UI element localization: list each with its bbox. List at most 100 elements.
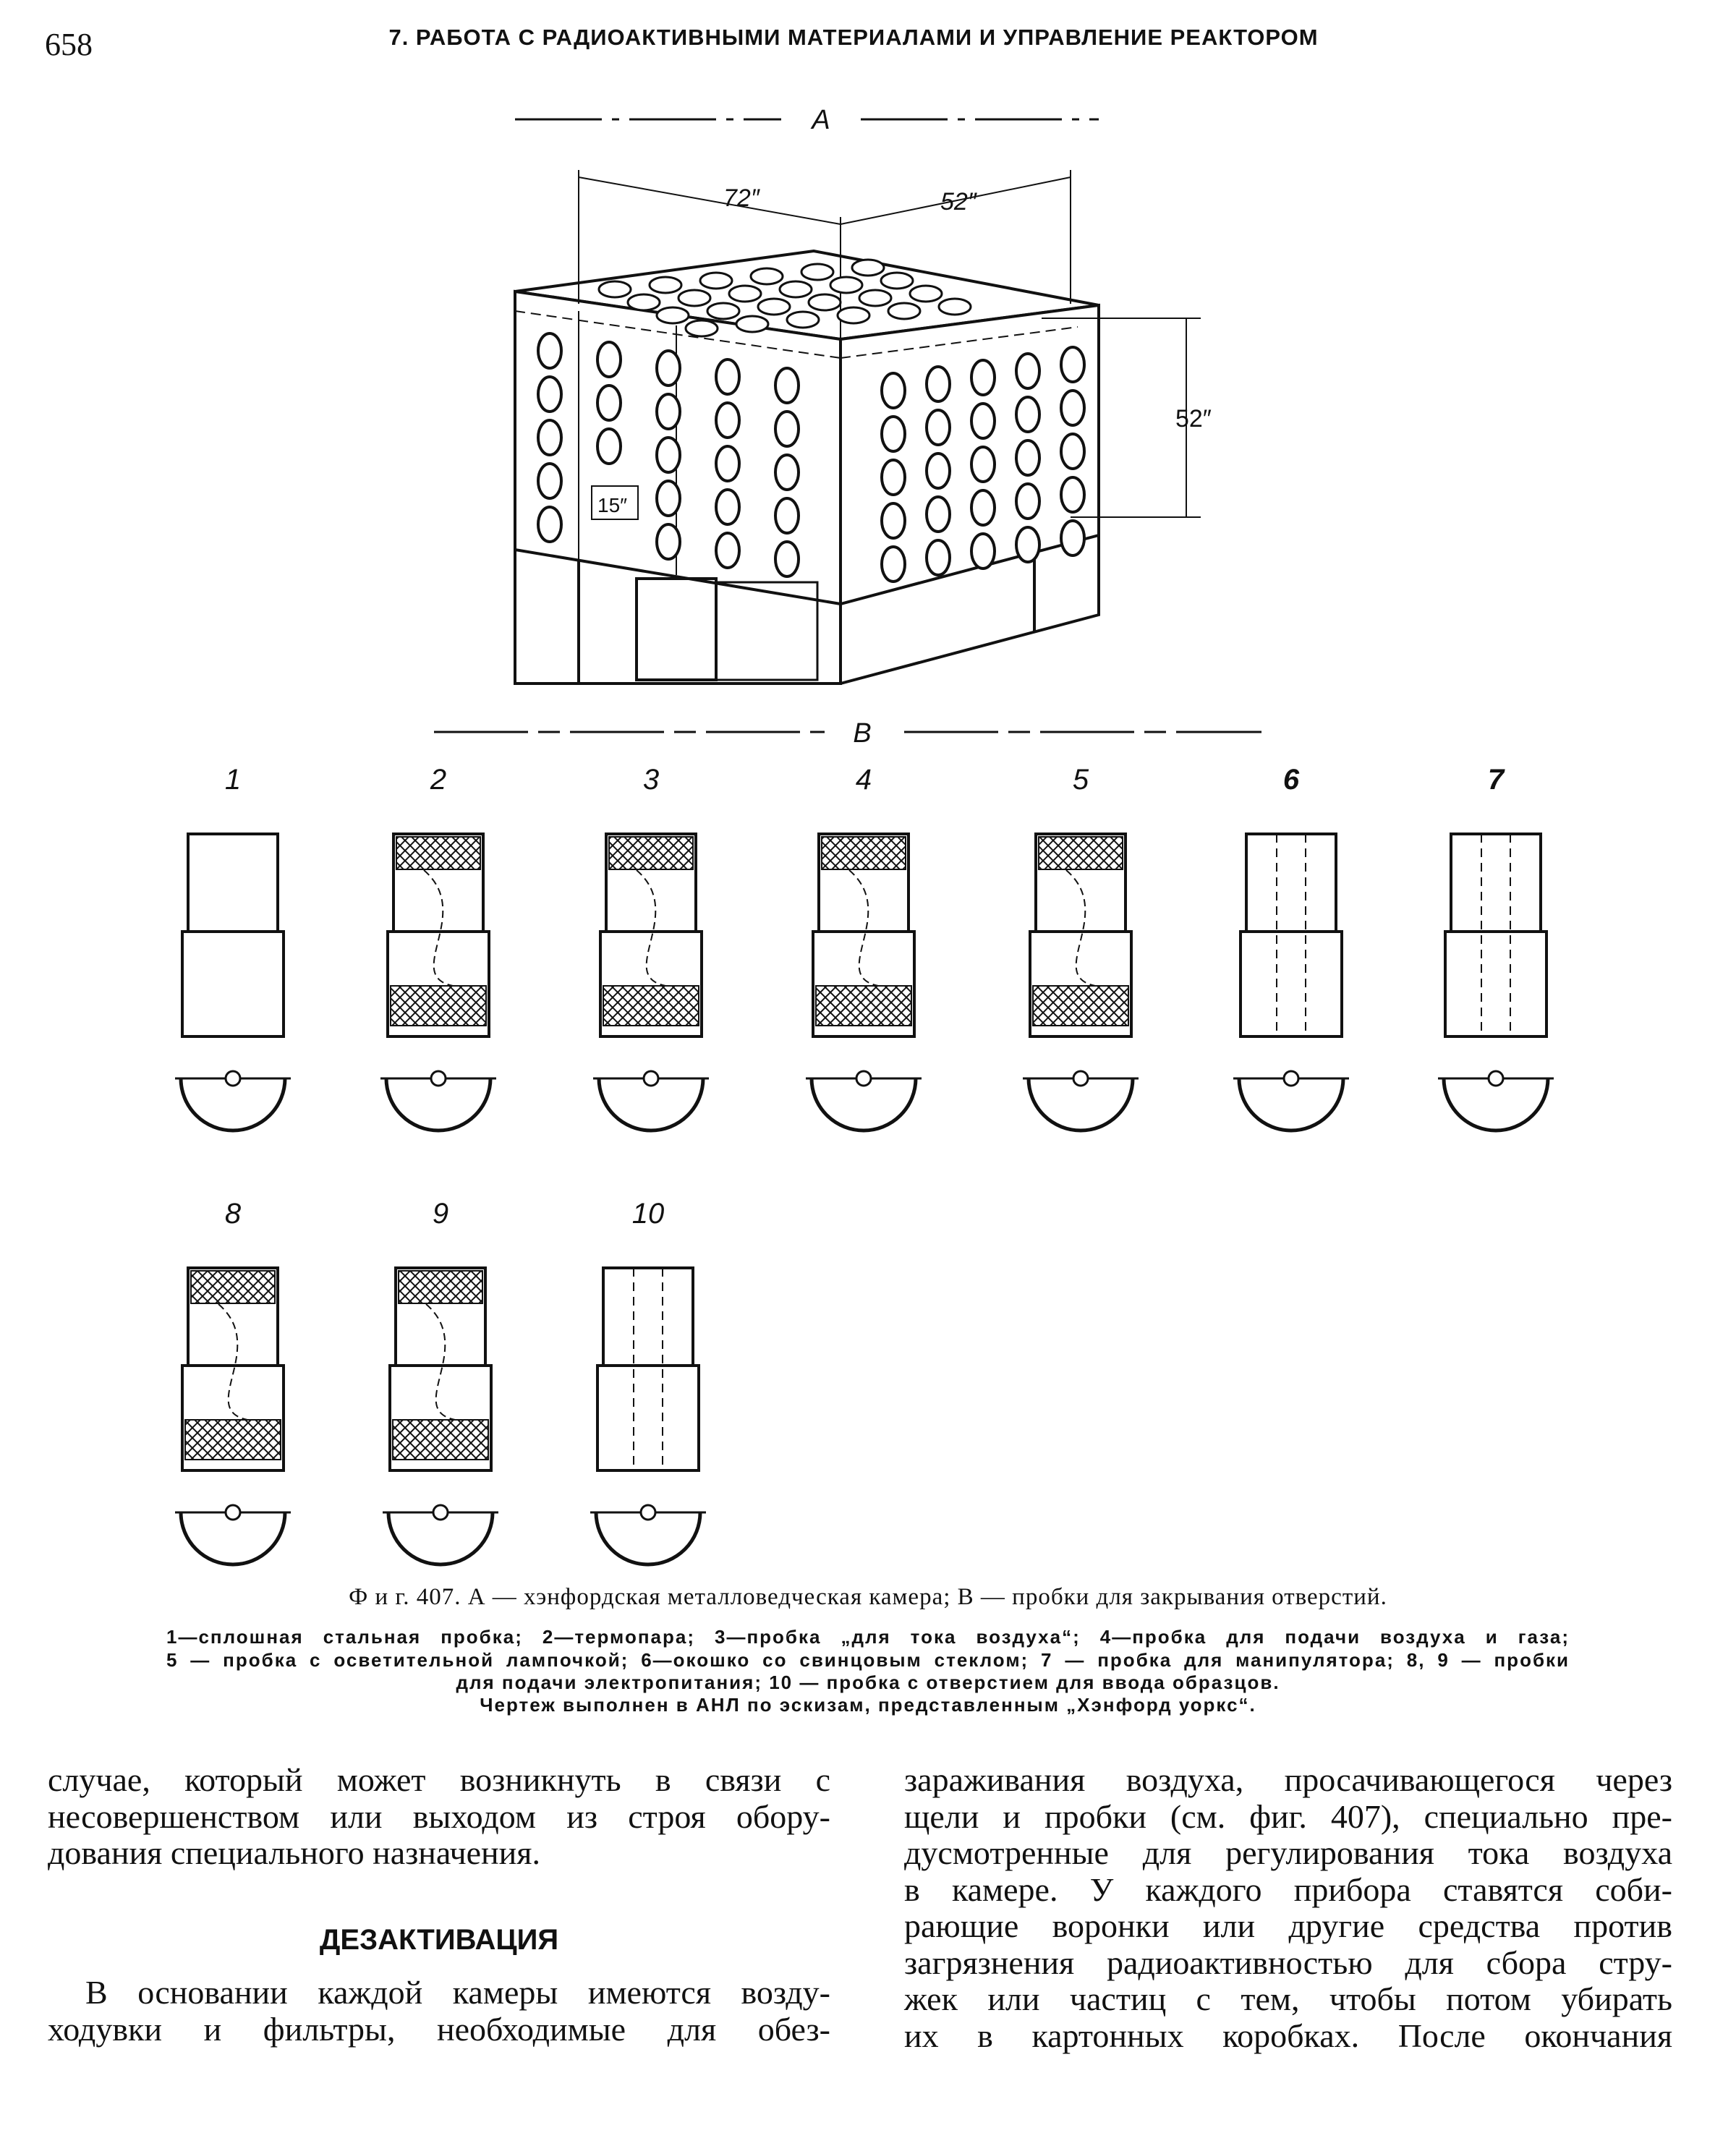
port-hole <box>537 419 563 456</box>
port-hole <box>537 506 563 543</box>
port-hole <box>655 436 681 474</box>
top-port-hole <box>786 310 820 329</box>
plug-3: 3 <box>593 764 709 1133</box>
port-hole <box>925 365 951 403</box>
top-port-hole <box>778 280 813 299</box>
plug-number: 7 <box>1488 764 1505 796</box>
top-port-hole <box>858 289 893 307</box>
port-hole <box>970 489 996 527</box>
port-hole <box>1060 433 1086 470</box>
port-hole <box>537 332 563 370</box>
top-port-hole <box>887 302 922 320</box>
text-line: случае, который может возникнуть в связи… <box>48 1761 830 1798</box>
left-column-text-2: В основании каждой камеры имеются возду-… <box>48 1974 830 2048</box>
text-line: дования специального назначения. <box>48 1834 540 1871</box>
plug-1: 1 <box>175 764 291 1133</box>
top-port-hole <box>880 271 914 290</box>
plug-number: 9 <box>433 1198 448 1230</box>
port-hole <box>1015 482 1041 520</box>
port-hole <box>715 358 741 396</box>
right-column-text: зараживания воздуха, просачивающегося че… <box>904 1761 1672 2054</box>
port-hole <box>596 341 622 378</box>
figure-legend-line: для подачи электропитания; 10 — пробка с… <box>456 1672 1280 1693</box>
figure-caption-title: Ф и г. 407. А — хэнфордская металловедче… <box>349 1584 1387 1610</box>
port-hole <box>925 495 951 533</box>
plug-4: 4 <box>806 764 922 1133</box>
top-port-hole <box>677 289 712 307</box>
port-hole <box>655 349 681 387</box>
top-port-hole <box>597 280 632 299</box>
hot-cell-cabinet-drawing <box>514 170 1201 685</box>
plug-number: 8 <box>225 1198 242 1230</box>
label-b: B <box>853 718 871 749</box>
label-a: A <box>810 105 830 135</box>
top-port-hole <box>648 276 683 294</box>
text-line: ходувки и фильтры, необходимые для обез- <box>48 2010 830 2048</box>
port-hole <box>655 393 681 430</box>
top-port-hole <box>937 297 972 316</box>
port-hole <box>537 462 563 500</box>
port-hole <box>1060 389 1086 427</box>
top-port-hole <box>684 319 719 338</box>
top-port-hole <box>626 293 661 312</box>
top-port-hole <box>800 263 835 281</box>
port-hole <box>715 488 741 526</box>
running-head: 7. РАБОТА С РАДИОАКТИВНЫМИ МАТЕРИАЛАМИ И… <box>388 25 1319 50</box>
port-hole <box>1060 346 1086 383</box>
port-hole <box>715 445 741 482</box>
plug-6: 6 <box>1233 764 1349 1133</box>
port-hole <box>925 409 951 446</box>
top-port-hole <box>851 258 885 277</box>
text-line: щели и пробки (см. фиг. 407), специально… <box>904 1797 1672 1835</box>
plug-number: 10 <box>632 1198 665 1230</box>
port-hole <box>715 532 741 569</box>
port-hole <box>970 402 996 440</box>
top-port-hole <box>829 276 864 294</box>
port-hole <box>925 539 951 576</box>
port-hole <box>970 359 996 396</box>
port-hole <box>970 446 996 483</box>
port-hole <box>1060 519 1086 557</box>
plug-2: 2 <box>380 764 496 1133</box>
plug-7: 7 <box>1438 764 1554 1133</box>
dimension-inner: 15″ <box>597 494 627 516</box>
plug-5: 5 <box>1023 764 1139 1133</box>
top-port-hole <box>836 306 871 325</box>
plug-number: 4 <box>856 764 872 796</box>
port-hole <box>1015 439 1041 477</box>
text-line: жек или частиц с тем, чтобы потом убират… <box>904 1980 1672 2017</box>
port-hole <box>774 410 800 448</box>
port-hole <box>1015 352 1041 390</box>
plug-number: 3 <box>643 764 659 796</box>
plug-number: 2 <box>430 764 446 796</box>
dimension-depth: 52″ <box>940 188 977 216</box>
top-port-hole <box>735 315 770 333</box>
text-line: В основании каждой камеры имеются возду- <box>85 1974 830 2011</box>
port-hole <box>880 459 906 496</box>
text-line: рающие воронки или другие средства проти… <box>904 1907 1672 1944</box>
top-port-hole <box>749 267 784 286</box>
port-hole <box>1015 396 1041 433</box>
text-line: несовершенством или выходом из строя обо… <box>48 1797 830 1835</box>
top-port-hole <box>807 293 842 312</box>
left-column-text: случае, который может возникнуть в связи… <box>48 1761 830 1872</box>
top-port-hole <box>655 306 690 325</box>
plug-number: 5 <box>1073 764 1089 796</box>
page-number: 658 <box>45 27 93 62</box>
port-hole <box>925 452 951 490</box>
top-port-hole <box>699 271 733 290</box>
plug-9: 9 <box>383 1198 498 1567</box>
text-line: дусмотренные для регулирования тока возд… <box>904 1834 1672 1871</box>
port-hole <box>880 502 906 540</box>
section-heading: ДЕЗАКТИВАЦИЯ <box>319 1924 559 1956</box>
text-line: зараживания воздуха, просачивающегося че… <box>904 1761 1672 1798</box>
port-hole <box>596 384 622 422</box>
text-line: в камере. У каждого прибора ставятся соб… <box>904 1870 1672 1908</box>
port-hole <box>774 454 800 491</box>
plug-number: 1 <box>225 764 241 796</box>
port-hole <box>1015 526 1041 563</box>
plug-10: 10 <box>590 1198 706 1567</box>
text-line: их в картонных коробках. После окончания <box>904 2017 1672 2054</box>
plug-number: 6 <box>1283 764 1300 796</box>
dimension-width: 72″ <box>723 184 760 212</box>
